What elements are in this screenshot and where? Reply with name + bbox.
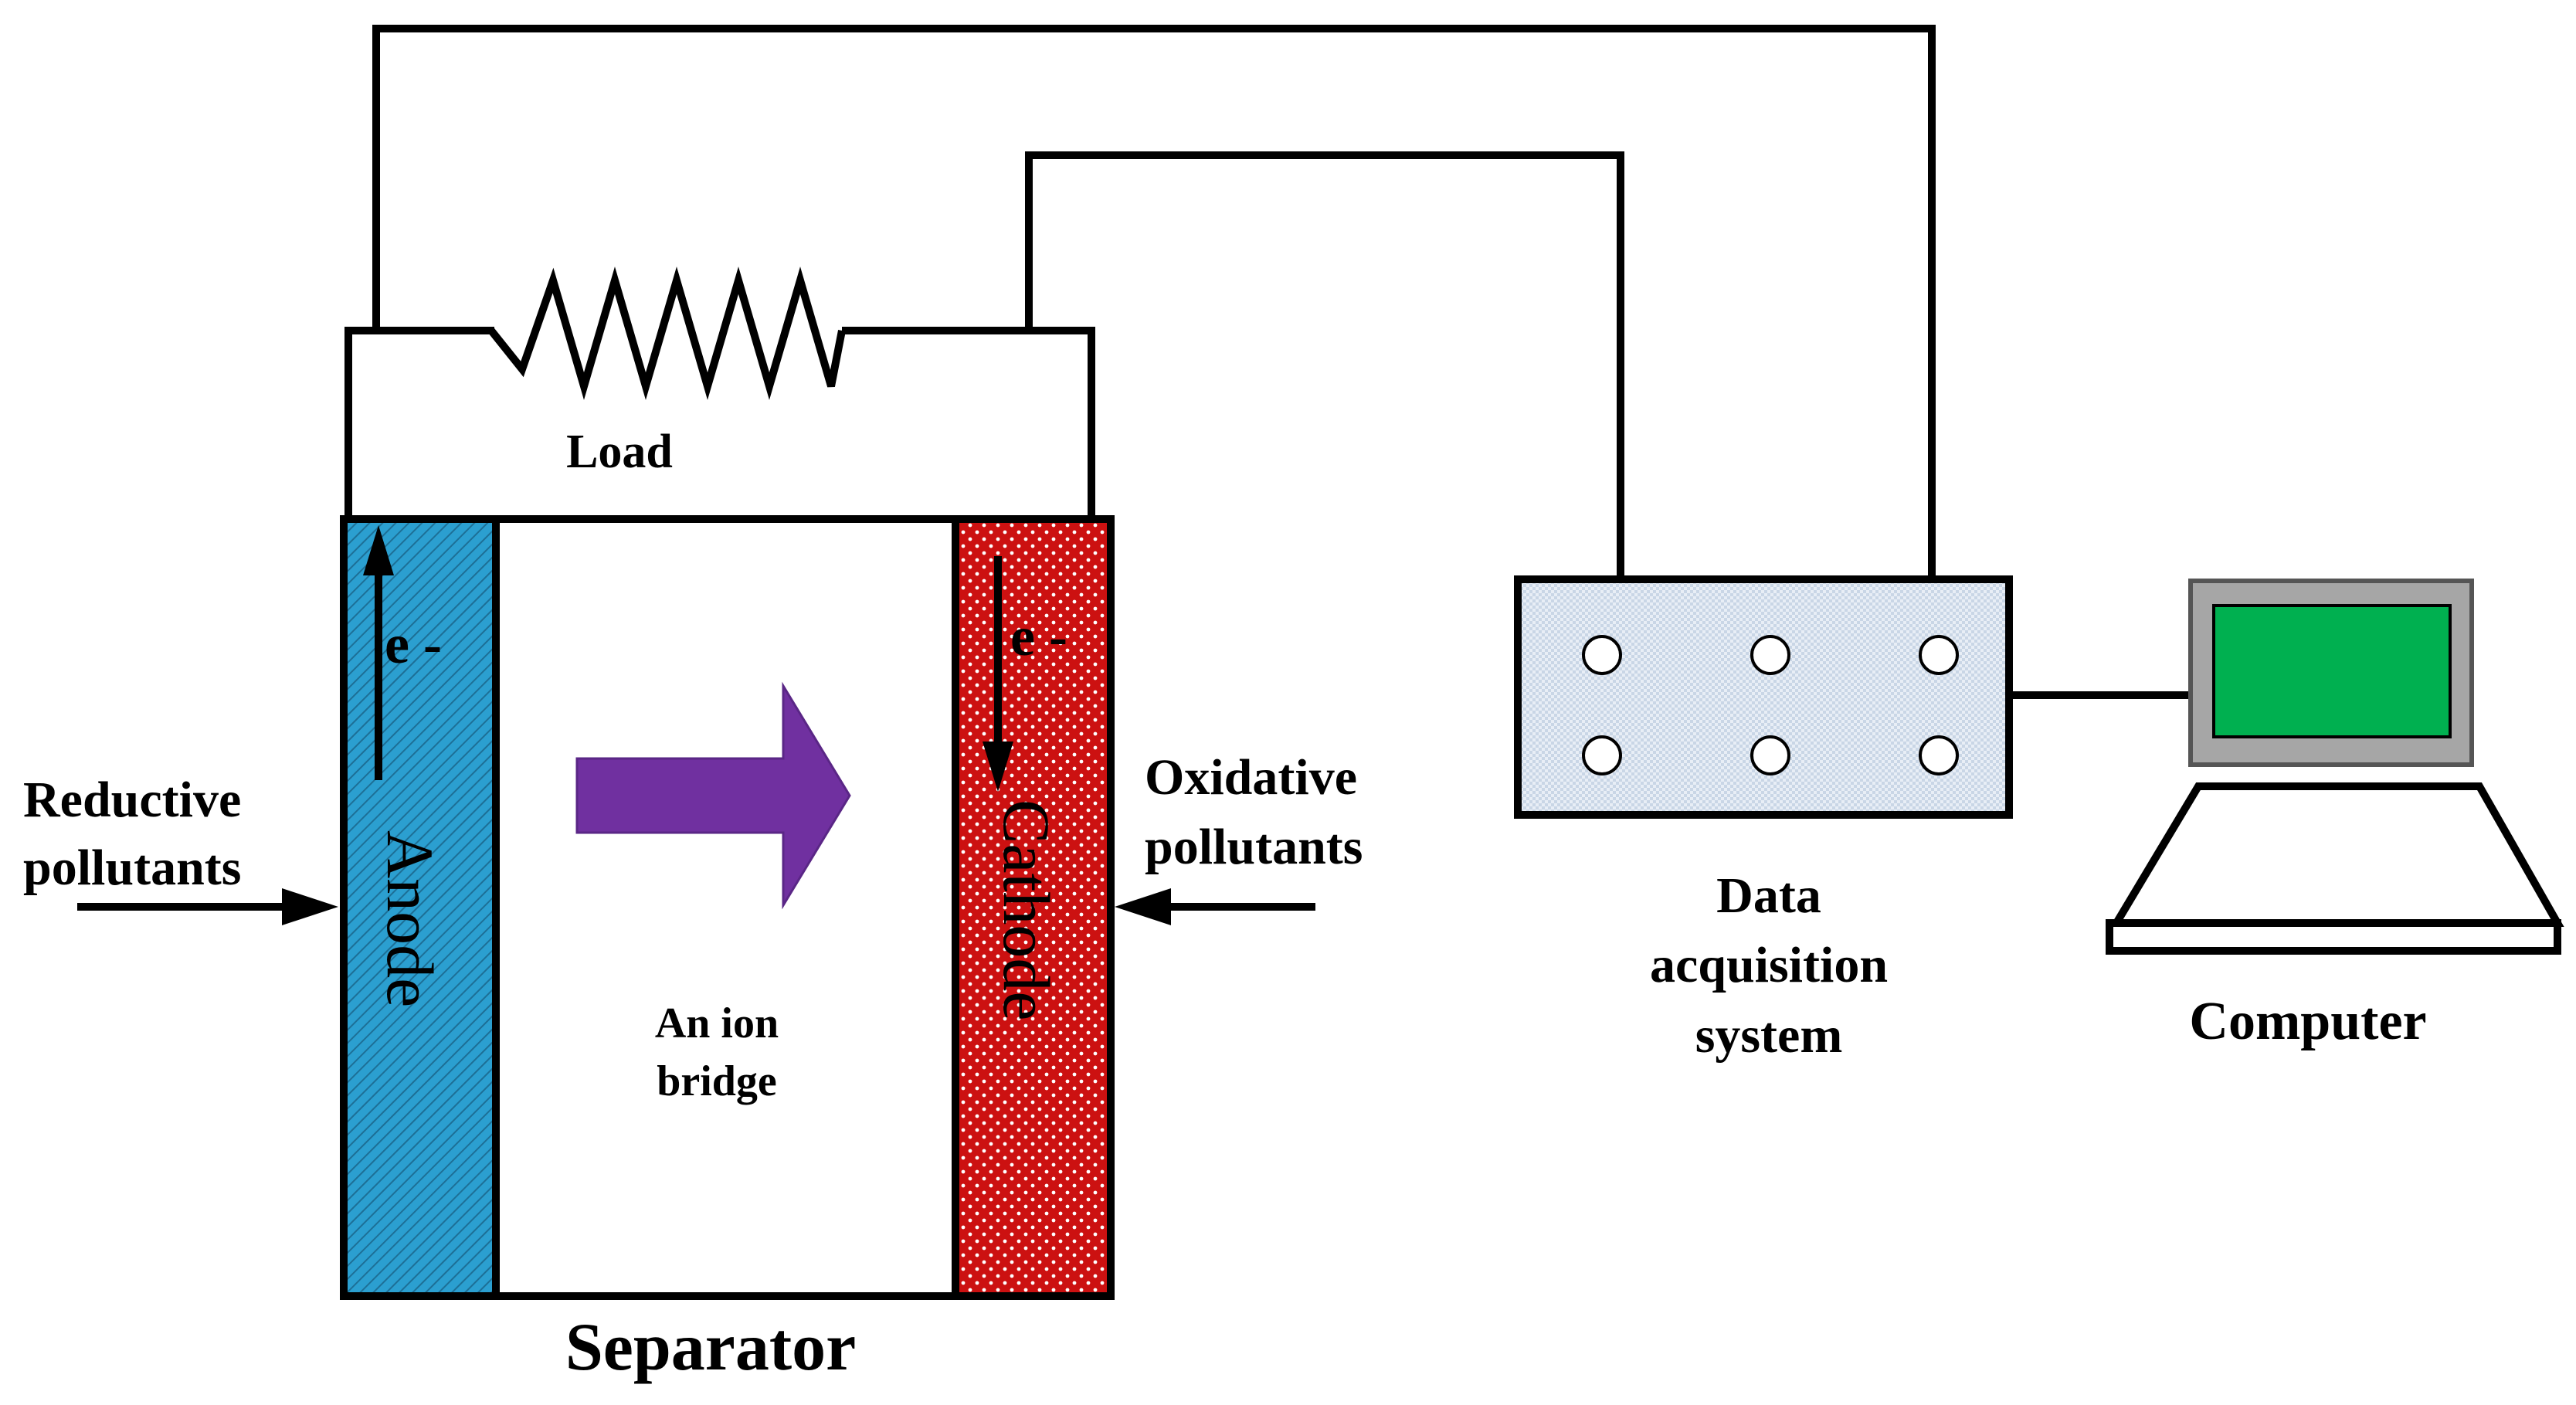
load-label: Load — [566, 426, 673, 478]
ion-flow-arrow — [575, 681, 851, 910]
daq-label-line1: Data — [1716, 867, 1821, 924]
monitor-screen — [2212, 604, 2452, 738]
ion-bridge-label-line2: bridge — [657, 1057, 777, 1105]
computer-label: Computer — [2189, 992, 2426, 1051]
laptop-icon — [2106, 579, 2564, 955]
daq-port — [1750, 735, 1790, 775]
laptop-keyboard — [2109, 782, 2564, 927]
anode-label: Anode — [373, 830, 447, 1007]
anode-electron-label: e - — [385, 613, 442, 675]
electrochemical-cell: e - e - Anode Cathode An ion bridge — [340, 515, 1115, 1300]
load-box: Load — [344, 266, 1095, 523]
daq-port — [1919, 635, 1959, 675]
daq-port — [1582, 635, 1622, 675]
resistor-icon — [488, 266, 846, 400]
anode-electrode — [340, 515, 500, 1300]
cathode-electrode — [952, 515, 1115, 1300]
daq-port — [1582, 735, 1622, 775]
reductive-label-line2: pollutants — [23, 840, 241, 896]
anode-arrowhead — [363, 525, 394, 575]
wire-inner-loop — [1025, 151, 1624, 579]
oxidative-arrowhead — [1115, 888, 1171, 925]
daq-panel-icon — [1514, 575, 2013, 819]
wire-outer-loop — [372, 25, 1936, 579]
laptop-base — [2106, 919, 2561, 955]
daq-port — [1750, 635, 1790, 675]
separator-label: Separator — [565, 1310, 856, 1385]
daq-label-line3: system — [1695, 1007, 1843, 1064]
cathode-electron-label: e - — [1010, 606, 1067, 667]
wires — [372, 25, 2195, 699]
oxidative-input: Oxidative pollutants — [1115, 749, 1363, 925]
ion-bridge-label-line1: An ion — [655, 999, 779, 1047]
reductive-arrowhead — [282, 888, 338, 925]
daq-label-line2: acquisition — [1650, 937, 1888, 993]
daq-port — [1919, 735, 1959, 775]
reductive-label-line1: Reductive — [23, 772, 241, 828]
cathode-arrowhead — [983, 742, 1013, 792]
reductive-input: Reductive pollutants — [23, 772, 338, 925]
load-frame — [344, 327, 1095, 523]
daq-box — [1514, 575, 2013, 819]
oxidative-label-line2: pollutants — [1145, 819, 1363, 875]
oxidative-label-line1: Oxidative — [1145, 749, 1357, 806]
cathode-label: Cathode — [989, 799, 1064, 1021]
